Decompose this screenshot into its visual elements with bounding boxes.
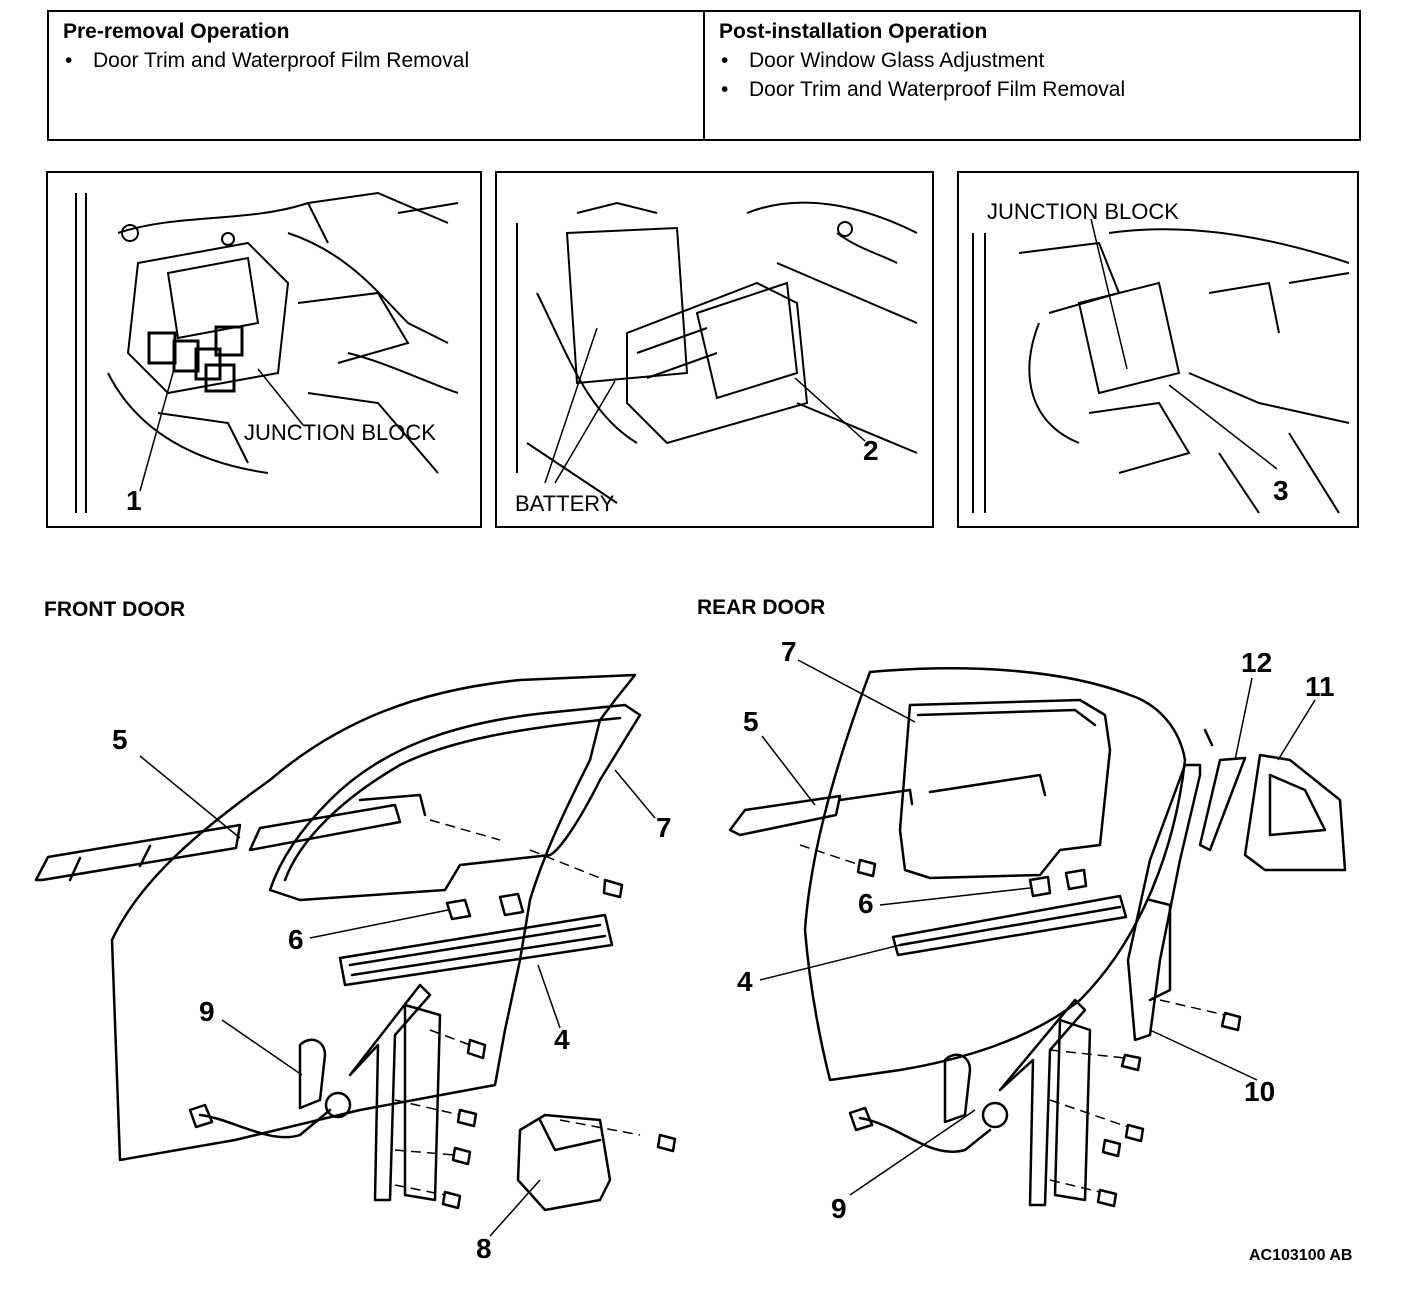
rear-door-panel (803, 667, 1187, 1082)
front-callout-9: 9 (199, 996, 215, 1027)
front-window-regulator (348, 983, 432, 1202)
rear-callout-10: 10 (1244, 1076, 1276, 1107)
front-callout-5: 5 (112, 724, 128, 755)
front-door-title: FRONT DOOR (44, 598, 186, 621)
front-glass-run (338, 913, 614, 987)
rear-glass-holder (1064, 868, 1088, 891)
front-door-glass (268, 703, 642, 902)
junction-block-illustration (972, 218, 1350, 514)
front-callout-6: 6 (288, 924, 304, 955)
post-installation-item: Door Trim and Waterproof Film Removal (719, 75, 1345, 104)
callout-2: 2 (863, 435, 879, 466)
rear-callout-4: 4 (737, 966, 753, 997)
front-callout-8: 8 (476, 1233, 492, 1264)
pre-removal-item: Door Trim and Waterproof Film Removal (63, 46, 689, 75)
rear-weatherstrip (728, 794, 842, 837)
rear-callout-9: 9 (831, 1193, 847, 1224)
rear-glass-holder (1028, 875, 1052, 898)
front-door-panel (110, 673, 637, 1162)
pre-removal-title: Pre-removal Operation (63, 20, 290, 43)
rear-quarter-glass-seal (1198, 756, 1247, 852)
junction-block-panel-right: JUNCTION BLOCK 3 (957, 171, 1359, 528)
post-installation-column: Post-installation Operation Door Window … (703, 12, 1359, 139)
battery-label: BATTERY (515, 491, 615, 516)
junction-block-label: JUNCTION BLOCK (244, 420, 436, 445)
rear-window-regulator (998, 998, 1087, 1207)
figure-code: AC103100 AB (1249, 1247, 1353, 1264)
rear-callout-5: 5 (743, 706, 759, 737)
post-installation-title: Post-installation Operation (719, 20, 988, 43)
callout-1: 1 (126, 485, 142, 516)
junction-block-illustration (75, 191, 459, 513)
rear-quarter-glass (1243, 753, 1347, 872)
rear-callout-12: 12 (1241, 647, 1273, 678)
front-power-window-motor (516, 1113, 612, 1212)
rear-door-glass (898, 698, 1112, 880)
rear-callout-7: 7 (781, 636, 797, 667)
battery-panel: BATTERY 2 (495, 171, 934, 528)
front-callout-4: 4 (554, 1024, 570, 1055)
front-callout-7: 7 (656, 812, 672, 843)
pre-removal-column: Pre-removal Operation Door Trim and Wate… (49, 12, 703, 139)
callout-3: 3 (1273, 475, 1289, 506)
rear-callout-11: 11 (1305, 671, 1335, 702)
rear-door-title: REAR DOOR (697, 596, 826, 619)
rear-glass-run (891, 894, 1128, 957)
front-glass-holder (445, 898, 472, 921)
battery-illustration (516, 201, 918, 504)
junction-block-label: JUNCTION BLOCK (987, 199, 1179, 224)
front-weatherstrip (34, 823, 242, 882)
rear-callout-6: 6 (858, 888, 874, 919)
junction-block-panel-left: JUNCTION BLOCK 1 (46, 171, 482, 528)
operation-table: Pre-removal Operation Door Trim and Wate… (47, 10, 1361, 141)
post-installation-item: Door Window Glass Adjustment (719, 46, 1345, 75)
front-glass-holder (498, 892, 525, 917)
